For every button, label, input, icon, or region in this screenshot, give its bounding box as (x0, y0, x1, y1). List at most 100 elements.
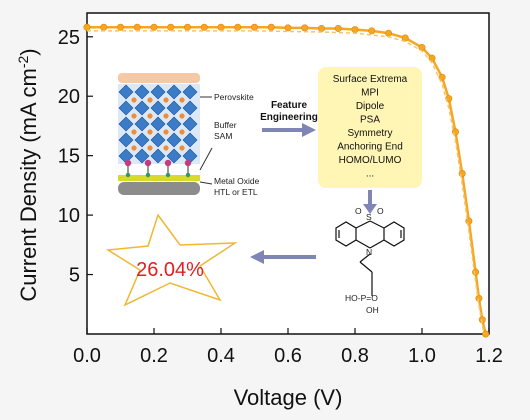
jv-point (418, 43, 426, 51)
jv-point (458, 170, 466, 178)
octahedron (166, 116, 182, 132)
a-site-cation (131, 97, 137, 103)
a-site-cation (163, 113, 169, 119)
a-site-cation (179, 97, 185, 103)
efficiency-value: 26.04% (136, 259, 204, 281)
feature-item: Dipole (356, 101, 385, 112)
jv-point (217, 23, 225, 31)
jv-point (472, 268, 480, 276)
octahedron (166, 132, 182, 148)
a-site-cation (179, 113, 185, 119)
jv-point (117, 23, 125, 31)
octahedron (182, 116, 198, 132)
octahedron (166, 100, 182, 116)
sam-head (164, 159, 172, 167)
sam-molecule-structure (335, 220, 405, 296)
octahedron (182, 100, 198, 116)
a-site-cation (163, 97, 169, 103)
molecule-oh: OH (366, 305, 379, 315)
label-sam: SAM (214, 131, 232, 141)
octahedron (134, 148, 150, 164)
x-tick-label: 1.0 (408, 345, 436, 367)
molecule-o1: O (355, 206, 362, 216)
y-tick-label: 25 (58, 27, 80, 49)
feature-item: HOMO/LUMO (339, 155, 402, 166)
label-htl-etl: HTL or ETL (214, 187, 258, 197)
jv-point (133, 23, 141, 31)
jv-point (438, 73, 446, 81)
a-site-cation (163, 145, 169, 151)
jv-point (100, 23, 108, 31)
a-site-cation (131, 113, 137, 119)
jv-point (234, 23, 242, 31)
a-site-cation (147, 97, 153, 103)
sam-head (124, 159, 132, 167)
jv-point (150, 23, 158, 31)
a-site-cation (147, 113, 153, 119)
jv-point (384, 29, 392, 37)
left-arrow (250, 250, 316, 264)
octahedron (134, 100, 150, 116)
jv-point (284, 24, 292, 32)
octahedron (134, 116, 150, 132)
octahedron (118, 132, 134, 148)
molecule-n: N (366, 247, 372, 257)
jv-point (334, 24, 342, 32)
a-site-cation (163, 129, 169, 135)
y-tick-label: 10 (58, 205, 80, 227)
x-tick-label: 0.4 (207, 345, 235, 367)
sam-anchor (145, 172, 151, 178)
molecule-s: S (366, 212, 372, 222)
jv-point (167, 23, 175, 31)
octahedron (134, 84, 150, 100)
feature-item: MPI (361, 88, 379, 99)
octahedron (150, 148, 166, 164)
label-buffer: Buffer (214, 120, 237, 130)
label-metal-oxide: Metal Oxide (214, 176, 260, 186)
octahedron (150, 84, 166, 100)
a-site-cation (131, 129, 137, 135)
octahedron (150, 100, 166, 116)
jv-point (251, 23, 259, 31)
feature-item: Anchoring End (337, 142, 403, 153)
perovskite-lattice (118, 84, 198, 164)
feature-item: Symmetry (348, 128, 393, 139)
octahedron (182, 84, 198, 100)
jv-point (184, 23, 192, 31)
device-schematic: Perovskite Buffer SAM Metal Oxide HTL or… (118, 73, 260, 197)
octahedron (166, 148, 182, 164)
jv-point (351, 26, 359, 34)
jv-point (368, 27, 376, 35)
sam-anchor (185, 172, 191, 178)
a-site-cation (179, 129, 185, 135)
x-tick-label: 0.6 (274, 345, 302, 367)
jv-point (428, 54, 436, 62)
feature-item: PSA (360, 115, 380, 126)
molecule-phosphonic: HO-P=O (345, 293, 378, 303)
octahedron (150, 132, 166, 148)
jv-point (301, 24, 309, 32)
octahedron (150, 116, 166, 132)
feature-item: ... (366, 169, 374, 180)
jv-point (401, 34, 409, 42)
jv-point (482, 330, 490, 338)
svg-text:Feature: Feature (271, 100, 308, 111)
octahedron (134, 132, 150, 148)
feature-list-box: Surface ExtremaMPIDipolePSASymmetryAncho… (318, 67, 422, 188)
y-tick-label: 5 (69, 265, 80, 287)
jv-point (451, 128, 459, 136)
efficiency-star (105, 213, 238, 307)
svg-text:Engineering: Engineering (260, 112, 318, 123)
jv-point (317, 24, 325, 32)
octahedron (118, 116, 134, 132)
label-perovskite: Perovskite (214, 92, 254, 102)
molecule-o2: O (377, 206, 384, 216)
jv-point (200, 23, 208, 31)
sam-head (184, 159, 192, 167)
x-tick-label: 0.8 (341, 345, 369, 367)
a-site-cation (131, 145, 137, 151)
octahedron (182, 132, 198, 148)
sam-head (144, 159, 152, 167)
